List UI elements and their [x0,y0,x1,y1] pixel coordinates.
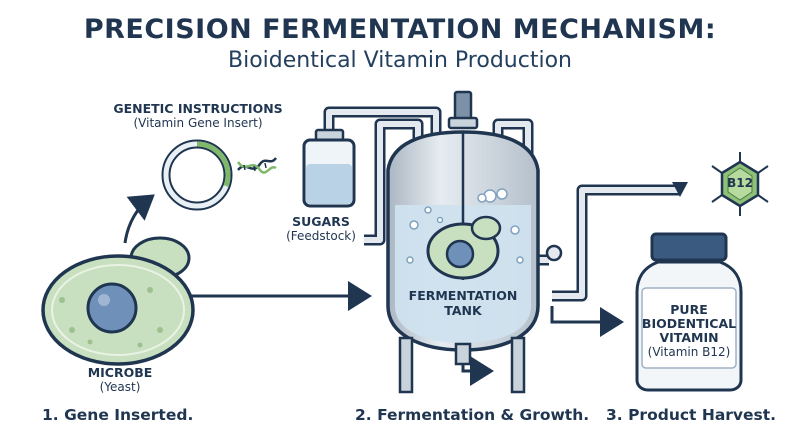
plasmid-ring [161,139,233,211]
genetic-instructions-sublabel: (Vitamin Gene Insert) [133,116,263,130]
step-3-caption: 3. Product Harvest. [606,406,777,424]
b12-molecule-label: B12 [727,176,753,190]
bottle-label-line2: BIODENTICAL [641,316,737,331]
bottle-label-line3: VITAMIN [659,330,719,345]
vitamin-bottle-icon [635,232,743,392]
tank-to-bottle-arrow [550,306,624,337]
fermentation-tank-icon [386,90,563,394]
dna-helix-icon [236,157,277,174]
page-subtitle: Bioidentical Vitamin Production [228,48,572,73]
bottle-label-line4: (Vitamin B12) [647,345,731,359]
b12-molecule-icon [711,152,769,216]
tank-label-line2: TANK [444,303,482,318]
page-title: PRECISION FERMENTATION MECHANISM: [83,14,717,45]
tank-label-line1: FERMENTATION [408,288,518,303]
microbe-sublabel: (Yeast) [99,380,141,394]
microbe-label: MICROBE [87,365,153,380]
tank-drain-arrow [461,356,494,386]
bottle-label-line1: PURE [670,302,708,317]
gene-insert-arrow [123,194,155,244]
sugars-sublabel: (Feedstock) [286,229,356,243]
step-1-caption: 1. Gene Inserted. [42,406,194,424]
step-2-caption: 2. Fermentation & Growth. [355,406,590,424]
sugars-label: SUGARS [292,214,350,229]
yeast-cell-icon [41,236,195,366]
genetic-instructions-label: GENETIC INSTRUCTIONS [113,101,283,116]
sugars-jar-icon [302,128,356,208]
